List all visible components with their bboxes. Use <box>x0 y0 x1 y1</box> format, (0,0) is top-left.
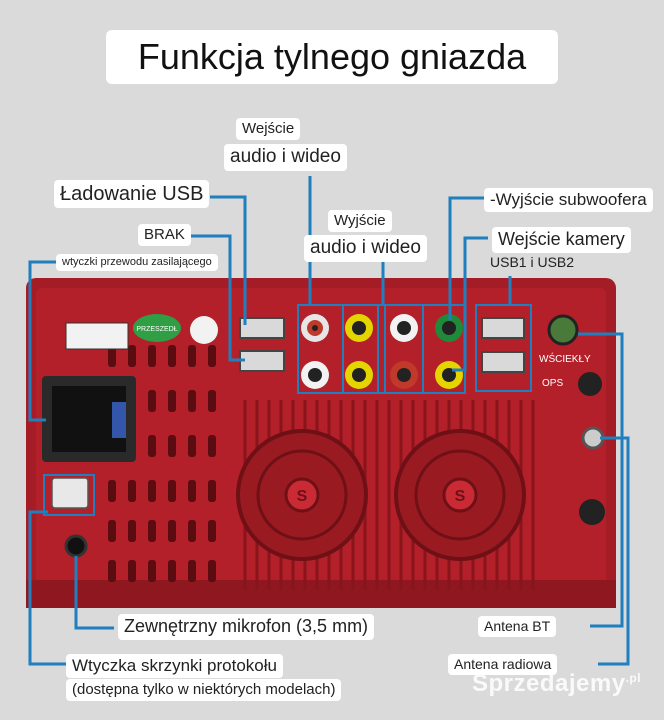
protocol-box-connector <box>51 477 89 509</box>
spec-label-sticker <box>65 322 129 350</box>
dab-port <box>579 499 605 525</box>
label-protocol-box-plug: Wtyczka skrzynki protokołu <box>66 654 283 679</box>
watermark-suffix: .pl <box>625 671 642 685</box>
label-subwoofer-output: -Wyjście subwoofera <box>484 188 653 213</box>
watermark: Sprzedajemy.pl <box>472 670 641 698</box>
label-usb-charging: Ładowanie USB <box>54 180 210 208</box>
label-audio-video-input-line2: audio i wideo <box>224 144 347 171</box>
label-bt-antenna: Antena BT <box>478 616 557 637</box>
leader-lines <box>28 176 630 666</box>
rca-jack-group <box>301 314 463 389</box>
usb-charge-port-1 <box>239 317 285 339</box>
label-camera-input: Wejście kamery <box>492 227 631 253</box>
usb-charge-port-2 <box>239 350 285 372</box>
cooling-fan-right: S <box>394 429 526 561</box>
label-ops: OPS <box>542 378 564 389</box>
ce-logo-sticker <box>190 316 218 344</box>
label-brak: BRAK <box>138 224 191 246</box>
usb2-port <box>481 351 525 373</box>
wsciekly-connector <box>547 314 579 346</box>
cooling-fan-left: S <box>236 429 368 561</box>
label-usb1-usb2: USB1 i USB2 <box>490 254 575 270</box>
label-external-mic: Zewnętrzny mikrofon (3,5 mm) <box>118 614 375 640</box>
label-audio-video-output-line1: Wyjście <box>328 210 392 232</box>
label-power-cable-plug: wtyczki przewodu zasilającego <box>56 254 218 272</box>
label-protocol-box-note: (dostępna tylko w niektórych modelach) <box>66 679 342 701</box>
label-wsciekly: WŚCIEKŁY <box>539 354 591 365</box>
label-radio-antenna: Antena radiowa <box>448 654 558 675</box>
page-title: Funkcja tylnego gniazda <box>106 30 558 84</box>
svg-text:S: S <box>455 488 466 505</box>
pass-sticker-text: PRZESZEDŁ <box>136 326 177 333</box>
power-harness-connector <box>42 376 136 462</box>
ops-port <box>578 372 602 396</box>
usb1-port <box>481 317 525 339</box>
svg-text:S: S <box>297 488 308 505</box>
label-audio-video-output-line2: audio i wideo <box>304 235 427 262</box>
head-unit-rear-panel: S S PRZESZEDŁ <box>26 278 616 608</box>
mic-jack <box>64 534 88 558</box>
watermark-brand: Sprzedajemy <box>472 670 626 697</box>
pass-sticker <box>133 314 181 342</box>
label-audio-video-input-line1: Wejście <box>236 118 301 140</box>
